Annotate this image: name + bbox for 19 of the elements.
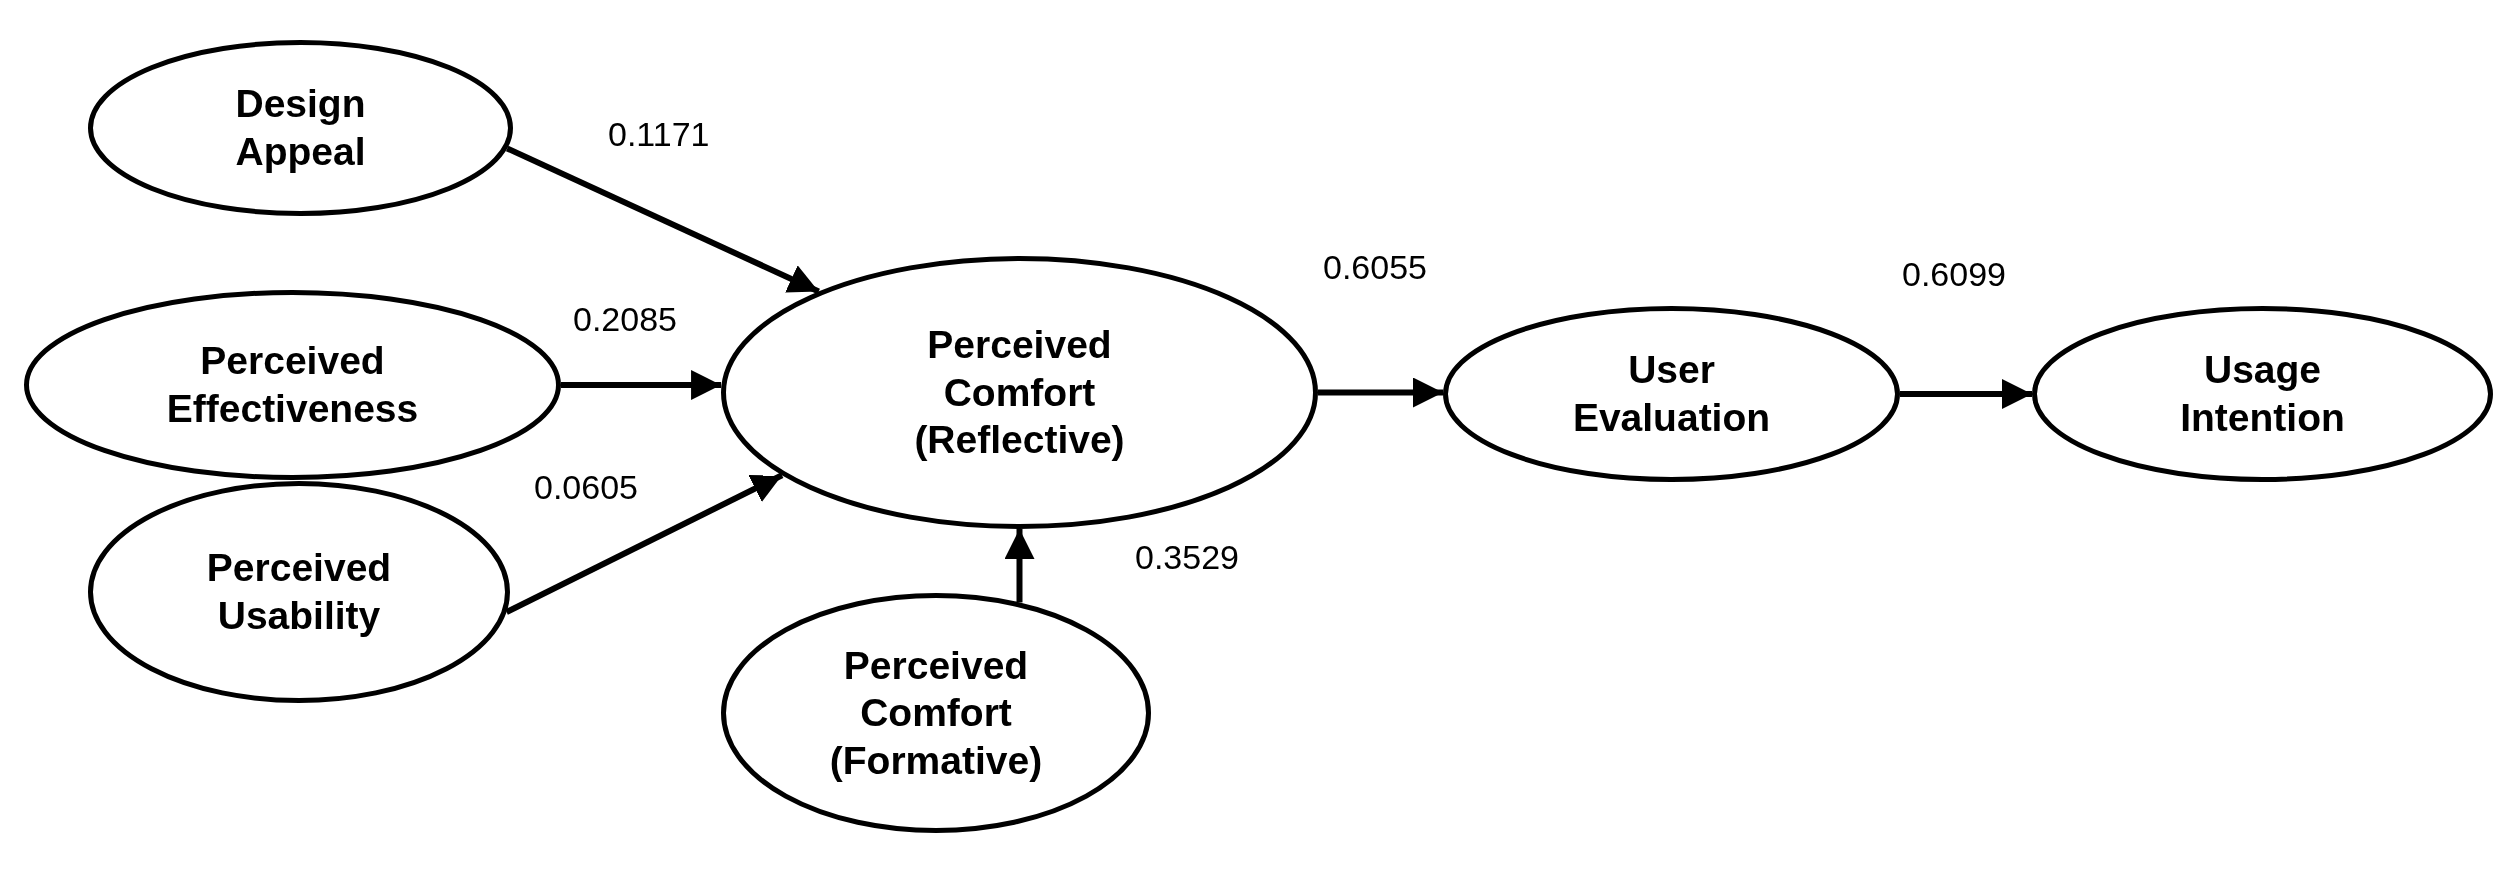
arrow bbox=[1900, 379, 2032, 409]
arrow bbox=[505, 472, 784, 615]
arrow bbox=[561, 370, 722, 400]
construct-ellipse bbox=[88, 40, 513, 216]
construct-ellipse bbox=[721, 593, 1151, 833]
construct-ellipse bbox=[721, 256, 1318, 529]
construct-name: Perceived Comfort (Formative) bbox=[828, 642, 1044, 784]
construct-name: Usage Intention bbox=[2179, 347, 2346, 441]
construct-ellipse bbox=[2032, 306, 2493, 482]
construct-ellipse bbox=[1443, 306, 1900, 482]
construct-name: Perceived Comfort (Reflective) bbox=[913, 322, 1126, 464]
construct-name: Design Appeal bbox=[234, 81, 367, 175]
construct-name: User Evaluation bbox=[1571, 347, 1772, 441]
arrow bbox=[1318, 377, 1443, 408]
construct-ellipse bbox=[88, 481, 510, 703]
arrow bbox=[505, 145, 820, 295]
construct-name: Perceived Usability bbox=[205, 545, 393, 639]
arrow bbox=[1004, 529, 1035, 603]
construct-name: Perceived Effectiveness bbox=[165, 338, 420, 432]
